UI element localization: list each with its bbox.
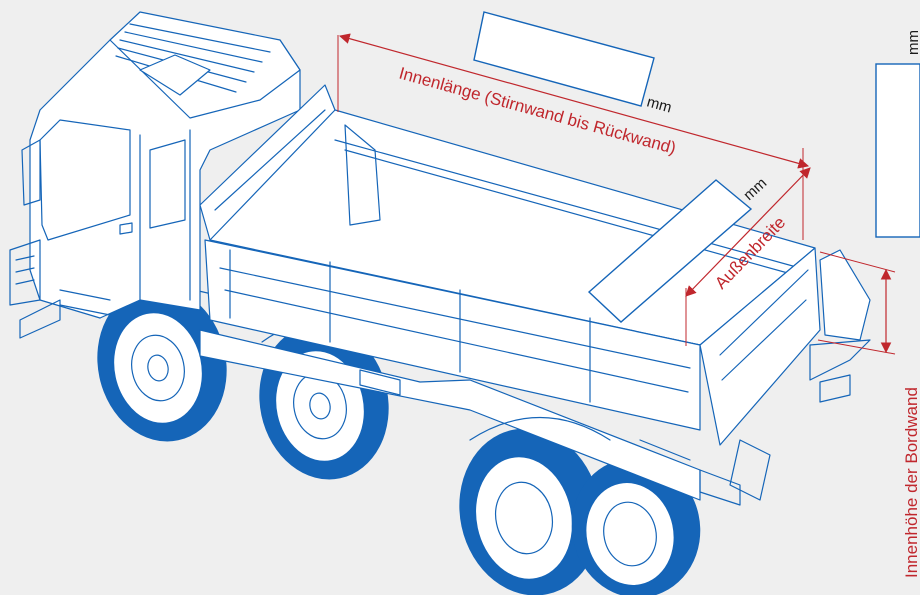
side-wall-height-input[interactable] bbox=[875, 63, 920, 238]
wheel-rear-2 bbox=[571, 458, 701, 595]
inner-length-input[interactable] bbox=[473, 11, 655, 107]
wheel-front-1 bbox=[97, 286, 227, 442]
side-wall-height-label: Innenhöhe der Bordwand bbox=[902, 387, 920, 578]
outer-width-unit: mm bbox=[740, 175, 770, 204]
wheel-rear-1 bbox=[459, 428, 601, 595]
outer-width-arrow-icon bbox=[685, 167, 811, 297]
side-wall-height-unit: mm bbox=[905, 30, 920, 55]
inner-length-arrow-icon bbox=[338, 33, 810, 169]
side-wall-height-dimension: Innenhöhe der Bordwand bbox=[817, 251, 920, 578]
inner-length-input-group: mm bbox=[473, 11, 674, 116]
side-wall-height-input-group: mm bbox=[875, 30, 920, 238]
dump-truck-icon bbox=[9, 11, 871, 595]
outer-width-input[interactable] bbox=[587, 179, 753, 323]
inner-length-unit: mm bbox=[645, 93, 674, 116]
